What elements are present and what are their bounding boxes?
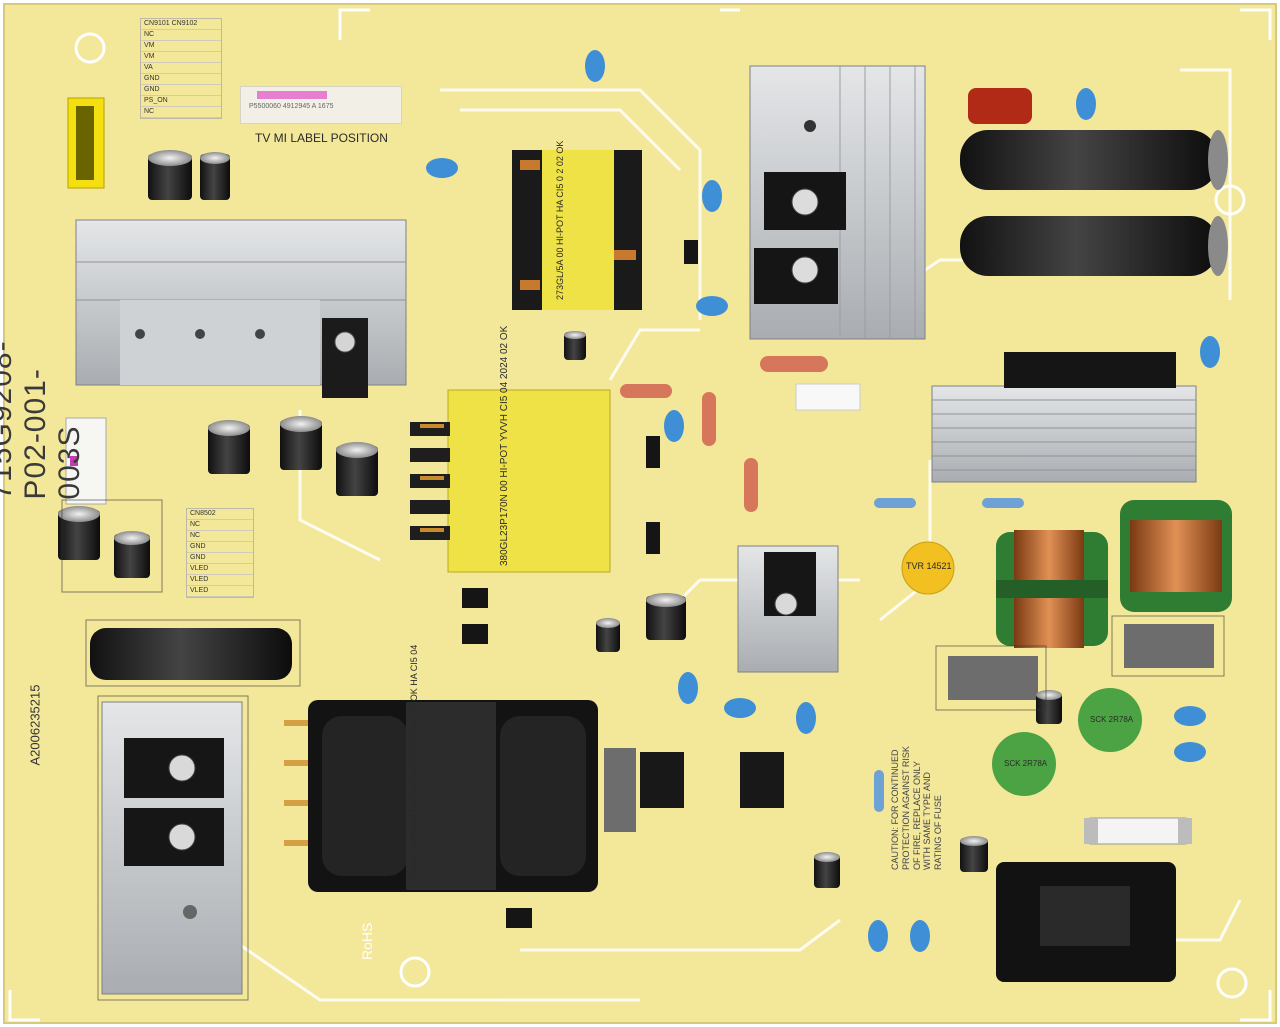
opto-grey (604, 748, 636, 832)
diodes (646, 240, 698, 554)
table-row: PS_ON (141, 96, 221, 107)
y-capacitors (426, 50, 1220, 952)
x-capacitor-1 (948, 656, 1038, 700)
common-mode-choke-2 (1120, 500, 1232, 612)
capacitor-group-mid-left (58, 416, 378, 578)
capacitor-horizontal-left (90, 628, 292, 680)
white-component (795, 383, 861, 411)
part-number-silkscreen: 715G9208-P02-001-003S (0, 340, 86, 500)
table-header: CN9101 CN9102 (141, 19, 221, 30)
capacitor-bulk-2 (960, 216, 1228, 276)
regulator-2 (740, 752, 784, 808)
table-row: VA (141, 63, 221, 74)
fuse (1084, 817, 1192, 845)
table-row: GND (187, 542, 253, 553)
pink-label-strip (257, 91, 327, 99)
transformer-small-label: 273GL/5A 00 HI-POT HA CI5 0 2 02 OK (555, 140, 565, 300)
ntc-label-2: SCK 2R78A (1004, 759, 1048, 768)
mosfet-left (322, 318, 368, 398)
fuse-warning-text: CAUTION: FOR CONTINUED PROTECTION AGAINS… (890, 746, 944, 870)
ntc-thermistor-2 (992, 732, 1056, 796)
small-ics (462, 588, 532, 928)
capacitor-bulk-1 (960, 130, 1228, 190)
transformer-yellow (447, 389, 611, 573)
x-capacitor-2 (1124, 624, 1214, 668)
corner-marks (8, 8, 1272, 1022)
table-row: VM (141, 41, 221, 52)
barcode-label: A2006235215 (27, 684, 43, 766)
capacitor-film-red (968, 88, 1032, 124)
transformer-yellow-label: 380GL23P170N 00 HI-POT YVVH CI5 04 2024 … (499, 325, 510, 566)
common-mode-choke-1 (996, 530, 1108, 648)
sticker-label: P5500060 4912945 A 1675 (240, 86, 402, 124)
table-row: NC (141, 107, 221, 118)
connector-table-cn8502: CN8502 NC NC GND GND VLED VLED VLED (186, 508, 254, 598)
regulator-1 (640, 752, 684, 808)
bridge-rectifier (1004, 352, 1176, 388)
connector-table-cn9101: CN9101 CN9102 NC VM VM VA GND GND PS_ON … (140, 18, 222, 119)
table-row: GND (141, 85, 221, 96)
transformer-main-label: 380GL25P94HH 0000MP HI-POT 2614C 02 OK H… (409, 644, 419, 880)
table-row: GND (141, 74, 221, 85)
table-row: NC (141, 30, 221, 41)
table-row: VLED (187, 575, 253, 586)
table-row: VLED (187, 586, 253, 597)
resistors (620, 356, 1024, 812)
ntc-thermistor-1 (1078, 688, 1142, 752)
table-row: GND (187, 553, 253, 564)
ntc-label-1: SCK 2R78A (1090, 715, 1134, 724)
rohs-mark: RoHS (359, 922, 375, 960)
capacitor-group-center (564, 331, 1062, 888)
sticker-code: P5500060 4912945 A 1675 (249, 103, 334, 110)
table-row: NC (187, 520, 253, 531)
varistor-label: TVR 14521 (906, 561, 952, 571)
table-row: VM (141, 52, 221, 63)
table-header: CN8502 (187, 509, 253, 520)
capacitor-group-top-left (148, 150, 230, 200)
table-row: VLED (187, 564, 253, 575)
heatsink-right (931, 385, 1197, 483)
table-row: NC (187, 531, 253, 542)
varistor (901, 541, 955, 595)
label-position-text: TV MI LABEL POSITION (255, 131, 388, 145)
